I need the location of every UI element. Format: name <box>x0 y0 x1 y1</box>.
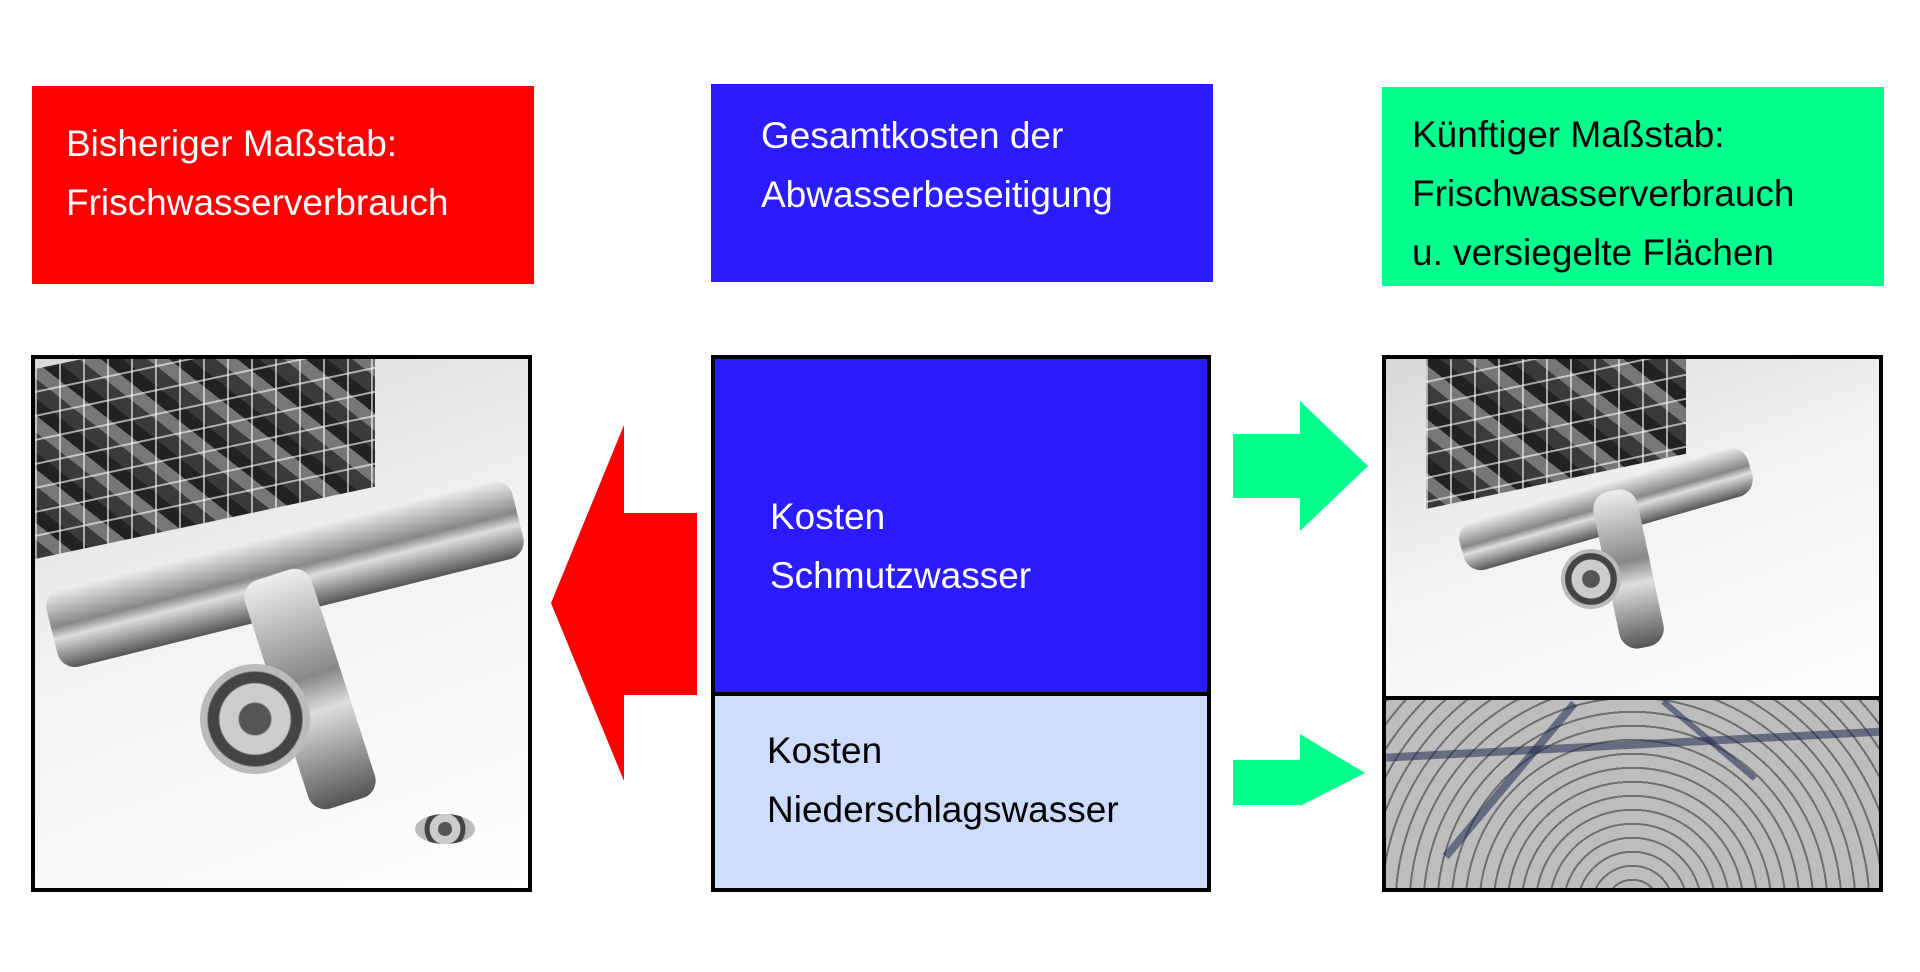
header-total-costs: Gesamtkosten der Abwasserbeseitigung <box>711 84 1213 282</box>
header-old-basis: Bisheriger Maßstab: Frischwasserverbrauc… <box>32 86 534 284</box>
header-total-line-1: Gesamtkosten der <box>761 115 1064 156</box>
wastewater-line-1: Kosten <box>770 496 886 537</box>
stormwater-line-1: Kosten <box>767 730 883 771</box>
total-cost-block: Kosten Schmutzwasser Kosten Niederschlag… <box>711 355 1211 892</box>
shadow <box>1386 726 1879 762</box>
drain <box>1561 549 1621 609</box>
wastewater-cost-block: Kosten Schmutzwasser <box>715 359 1207 696</box>
header-old-line-1: Bisheriger Maßstab: <box>66 123 398 164</box>
bathtub-faucet-photo-small <box>1382 355 1883 700</box>
header-new-line-1: Künftiger Maßstab: <box>1412 114 1725 155</box>
header-new-line-3: u. versiegelte Flächen <box>1412 232 1774 273</box>
wastewater-line-2: Schmutzwasser <box>770 555 1032 596</box>
shadow <box>1442 700 1578 860</box>
header-total-line-2: Abwasserbeseitigung <box>761 174 1113 215</box>
paved-surface-photo <box>1382 696 1883 892</box>
stormwater-cost-block: Kosten Niederschlagswasser <box>715 696 1207 888</box>
plug <box>415 814 475 844</box>
header-old-line-2: Frischwasserverbrauch <box>66 182 449 223</box>
header-new-line-2: Frischwasserverbrauch <box>1412 173 1795 214</box>
bathtub-faucet-photo <box>31 355 532 892</box>
stormwater-line-2: Niederschlagswasser <box>767 789 1119 830</box>
drain <box>200 664 310 774</box>
header-new-basis: Künftiger Maßstab: Frischwasserverbrauch… <box>1382 87 1884 286</box>
